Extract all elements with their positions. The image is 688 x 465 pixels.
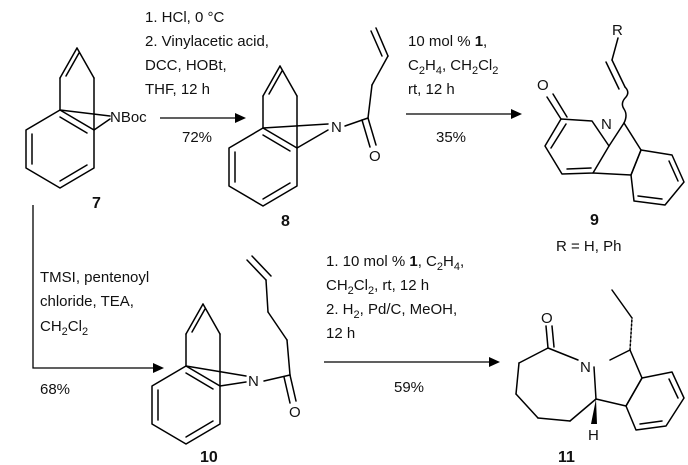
compound-7-benzene-ring xyxy=(25,109,95,189)
condition-8-9-line2: C2H4, CH2Cl2 xyxy=(408,57,498,77)
compound-9-vinyl-substituent xyxy=(605,37,629,124)
compound-9-r-definition: R = H, Ph xyxy=(556,238,621,255)
conditions-7-to-10: TMSI, pentenoyl chloride, TEA, CH2Cl2 68… xyxy=(40,269,149,398)
condition-10-11-line2: CH2Cl2, rt, 12 h xyxy=(326,277,429,297)
compound-7-nboc-label: NBoc xyxy=(110,109,147,126)
compound-11-azepanone-ring xyxy=(515,325,597,422)
compound-11-hydrogen: H xyxy=(588,427,599,444)
condition-7-8-line4: THF, 12 h xyxy=(145,81,210,98)
compound-9-oxygen: O xyxy=(537,77,549,94)
compound-10-oxygen: O xyxy=(289,404,301,421)
compound-8-bicyclic-bridge xyxy=(262,65,329,149)
arrow-7-to-10 xyxy=(32,205,164,373)
compound-11-nitrogen: N xyxy=(580,359,591,376)
condition-10-11-line4: 12 h xyxy=(326,325,355,342)
compound-10-benzene-ring xyxy=(151,365,221,445)
compound-11-structure: O N H 11 xyxy=(515,289,685,465)
compound-9-label: 9 xyxy=(590,212,599,229)
yield-7-10: 68% xyxy=(40,381,70,398)
condition-7-10-line2: chloride, TEA, xyxy=(40,293,134,310)
arrow-10-to-11 xyxy=(324,357,500,367)
compound-7-structure: NBoc 7 xyxy=(25,47,147,212)
compound-8-nitrogen: N xyxy=(331,119,342,136)
conditions-7-to-8: 1. HCl, 0 °C 2. Vinylacetic acid, DCC, H… xyxy=(145,9,269,146)
compound-11-benzene-ring xyxy=(625,371,685,431)
conditions-8-to-9: 10 mol % 1, C2H4, CH2Cl2 rt, 12 h 35% xyxy=(408,33,498,146)
compound-11-oxygen: O xyxy=(541,310,553,327)
compound-7-bicyclic-bridge xyxy=(59,47,111,131)
compound-9-pyridone-ring xyxy=(544,93,610,175)
compound-9-nitrogen: N xyxy=(601,116,612,133)
arrow-8-to-9 xyxy=(406,109,522,119)
yield-10-11: 59% xyxy=(394,379,424,396)
compound-11-label: 11 xyxy=(558,449,575,465)
compound-10-structure: N O 10 xyxy=(151,255,301,465)
compound-8-benzene-ring xyxy=(228,127,298,207)
condition-7-8-line3: DCC, HOBt, xyxy=(145,57,227,74)
compound-8-structure: N O 8 xyxy=(228,27,389,230)
condition-7-10-line1: TMSI, pentenoyl xyxy=(40,269,149,286)
compound-8-butenoyl-chain xyxy=(344,27,389,148)
yield-8-9: 35% xyxy=(436,129,466,146)
compound-9-benzene-ring xyxy=(630,149,685,206)
condition-10-11-line1: 1. 10 mol % 1, C2H4, xyxy=(326,253,464,273)
conditions-10-to-11: 1. 10 mol % 1, C2H4, CH2Cl2, rt, 12 h 2.… xyxy=(326,253,464,396)
compound-10-pentenoyl-chain xyxy=(246,255,297,404)
compound-9-r-group: R xyxy=(612,22,623,39)
compound-8-oxygen: O xyxy=(369,148,381,165)
yield-7-8: 72% xyxy=(182,129,212,146)
compound-10-label: 10 xyxy=(200,449,218,465)
compound-7-label: 7 xyxy=(92,195,101,212)
condition-7-8-line1: 1. HCl, 0 °C xyxy=(145,9,225,26)
arrow-7-to-8 xyxy=(160,113,246,123)
compound-9-structure: N O R 9 R = H, Ph xyxy=(537,22,685,255)
compound-10-nitrogen: N xyxy=(248,373,259,390)
condition-8-9-line1: 10 mol % 1, xyxy=(408,33,487,50)
compound-10-bicyclic-bridge xyxy=(185,303,247,387)
condition-8-9-line3: rt, 12 h xyxy=(408,81,455,98)
compound-8-label: 8 xyxy=(281,213,290,230)
compound-11-ethyl-group xyxy=(611,289,633,351)
compound-11-stereo-wedge xyxy=(591,399,597,424)
condition-10-11-line3: 2. H2, Pd/C, MeOH, xyxy=(326,301,457,321)
condition-7-10-line3: CH2Cl2 xyxy=(40,318,88,338)
compound-11-indoline-ring xyxy=(593,349,643,407)
condition-7-8-line2: 2. Vinylacetic acid, xyxy=(145,33,269,50)
